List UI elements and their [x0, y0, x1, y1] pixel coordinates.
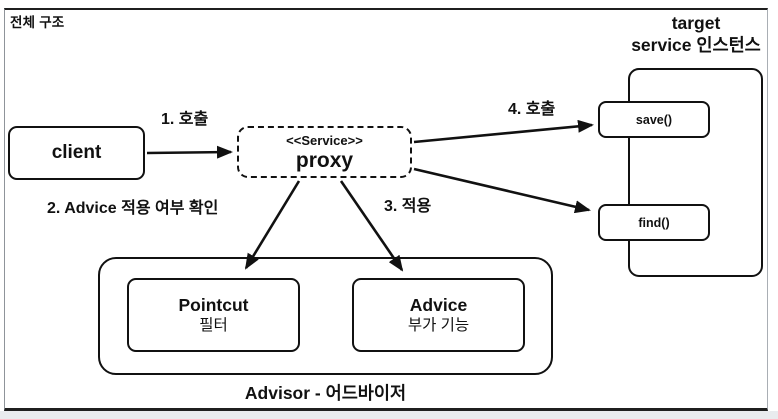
- proxy-node-label: proxy: [295, 148, 354, 172]
- edge-label-step4-call: 4. 호출: [508, 101, 556, 118]
- find-method-node: find(): [598, 204, 710, 241]
- advice-node: Advice 부가 기능: [352, 278, 525, 352]
- edge-label-step3-apply: 3. 적용: [384, 198, 432, 215]
- proxy-node: <<Service>> proxy: [237, 126, 412, 178]
- client-node-label: client: [51, 142, 102, 163]
- save-method-node: save(): [598, 101, 710, 138]
- advice-title: Advice: [409, 294, 468, 315]
- target-service-title-line1: target: [671, 13, 721, 33]
- proxy-stereotype-label: <<Service>>: [286, 132, 363, 148]
- target-service-title-line2: service 인스턴스: [631, 35, 761, 55]
- edge-label-step2-advice-check: 2. Advice 적용 여부 확인: [47, 200, 219, 217]
- target-service-title: target service 인스턴스: [620, 12, 772, 56]
- edge-label-step1-call: 1. 호출: [161, 111, 209, 128]
- pointcut-node: Pointcut 필터: [127, 278, 300, 352]
- pointcut-title: Pointcut: [178, 294, 249, 315]
- pointcut-subtitle: 필터: [199, 316, 228, 334]
- save-method-label: save(): [635, 112, 673, 127]
- target-service-box: [628, 68, 763, 277]
- advice-subtitle: 부가 기능: [407, 316, 470, 334]
- client-node: client: [8, 126, 145, 180]
- advisor-caption: Advisor - 어드바이저: [244, 383, 407, 403]
- page-title: 전체 구조: [10, 15, 65, 30]
- find-method-label: find(): [638, 215, 670, 230]
- page-bottom-strip: [0, 411, 778, 419]
